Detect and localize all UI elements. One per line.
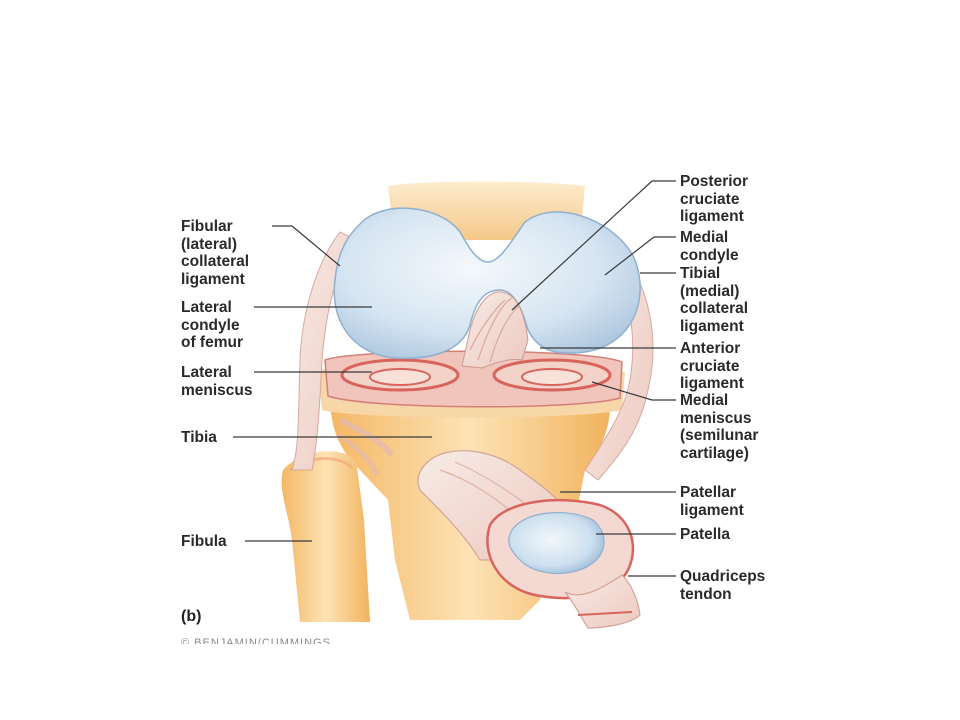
label-fibula: Fibula [181,533,227,550]
label-patella: Patella [680,526,730,543]
copyright-text: © BENJAMIN/CUMMINGS [181,637,331,644]
fibular-collateral-ligament-shape [291,231,357,471]
label-anterior-cruciate-ligament: Anterior cruciate ligament [680,340,744,392]
label-posterior-cruciate-ligament: Posterior cruciate ligament [680,173,749,225]
cruciate-ligaments [461,291,529,369]
patella-shape [508,511,605,575]
figure-letter: (b) [181,608,202,625]
label-tibial-collateral-ligament: Tibial (medial) collateral ligament [680,265,749,335]
label-patellar-ligament: Patellar ligament [680,484,744,519]
label-lateral-condyle-of-femur: Lateral condyle of femur [181,299,243,351]
label-fibular-collateral-ligament: Fibular (lateral) collateral ligament [181,218,250,288]
leader-lines [233,180,676,577]
label-medial-condyle: Medial condyle [680,229,739,264]
label-quadriceps-tendon: Quadriceps tendon [680,568,766,603]
label-tibia: Tibia [181,429,217,446]
femur-condyles [333,207,641,360]
label-lateral-meniscus: Lateral meniscus [181,364,253,399]
fibula-bone [281,451,370,622]
label-medial-meniscus: Medial meniscus (semilunar cartilage) [680,392,759,462]
